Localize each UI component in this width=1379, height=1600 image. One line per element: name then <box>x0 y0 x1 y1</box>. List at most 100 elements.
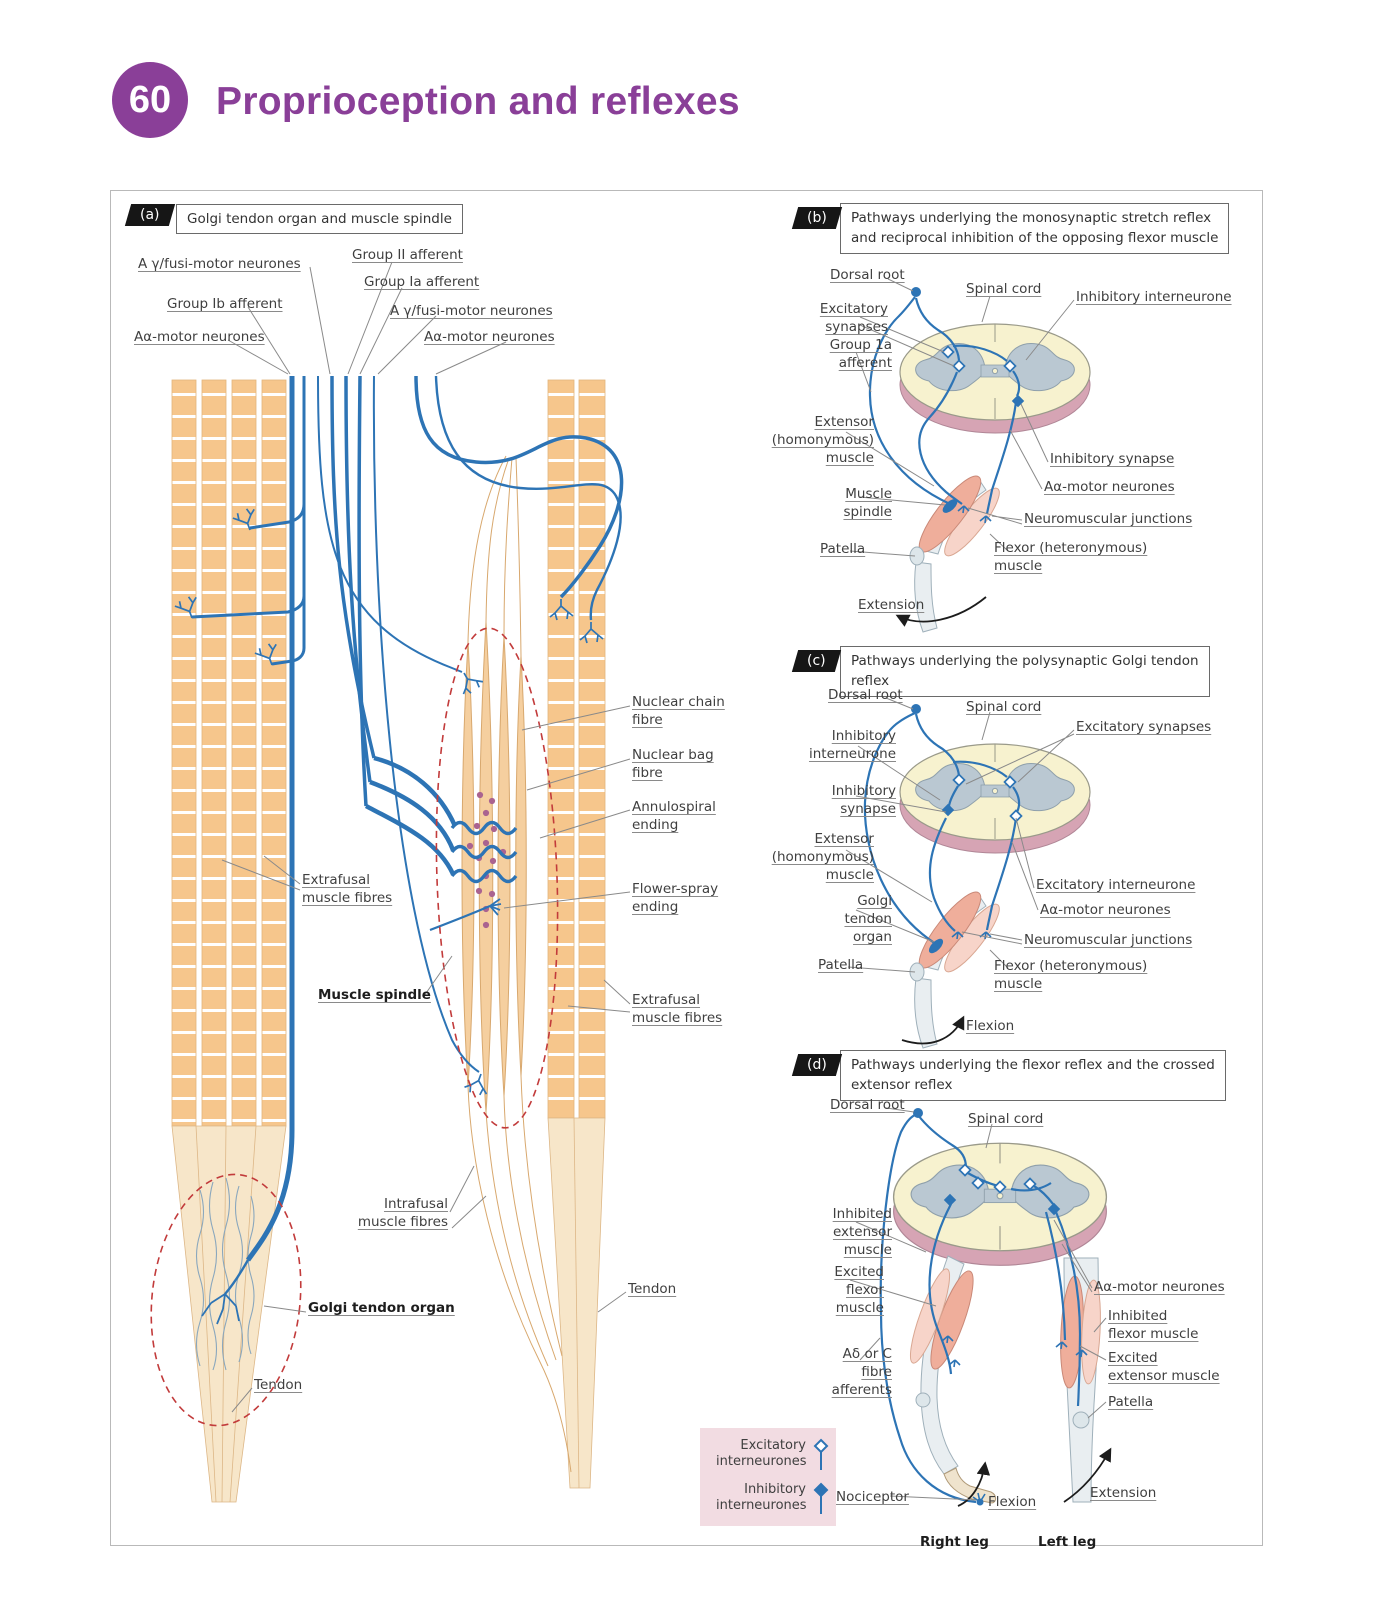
panel-c-art <box>845 697 1090 1049</box>
label-a-tendon-left: Tendon <box>254 1377 303 1393</box>
label-c-excitatory-interneurone: Excitatory interneurone <box>1036 877 1196 893</box>
label-c-dorsal-root: Dorsal root <box>828 687 903 703</box>
page-title: Proprioception and reflexes <box>216 80 740 123</box>
label-a-intrafusal: Intrafusal muscle fibres <box>357 1196 448 1230</box>
label-c-flexor-muscle: Flexor (heteronymous) muscle <box>994 958 1148 992</box>
label-d-left-leg: Left leg <box>1038 1534 1097 1550</box>
label-b-muscle-spindle: Muscle spindle <box>843 486 892 520</box>
excitatory-interneurone-icon <box>813 1438 829 1470</box>
label-a-extrafusal-right: Extrafusal muscle fibres <box>632 992 723 1026</box>
panel-a-tag: (a) <box>124 204 175 226</box>
label-c-spinal-cord: Spinal cord <box>966 699 1042 715</box>
label-d-spinal-cord: Spinal cord <box>968 1111 1044 1127</box>
label-c-excitatory-synapses: Excitatory synapses <box>1076 719 1212 735</box>
label-d-excited-extensor: Excited extensor muscle <box>1108 1350 1220 1384</box>
label-a-nuclear-chain-fibre: Nuclear chain fibre <box>632 694 725 728</box>
inhibited-flexor-muscle <box>1081 1279 1101 1385</box>
label-b-flexor-muscle: Flexor (heteronymous) muscle <box>994 540 1148 574</box>
panel-a-title: Golgi tendon organ and muscle spindle <box>176 204 463 235</box>
legend-excitatory-label: Excitatory interneurones <box>716 1437 807 1469</box>
label-b-inhibitory-interneurone: Inhibitory interneurone <box>1076 289 1232 305</box>
label-a-fusimotor-left: A γ/fusi-motor neurones <box>138 256 301 272</box>
label-a-muscle-spindle: Muscle spindle <box>318 987 431 1003</box>
muscle-spindle-blob <box>942 499 958 513</box>
label-a-tendon-right: Tendon <box>628 1281 677 1297</box>
label-a-group-ia-afferent: Group Ia afferent <box>364 274 480 290</box>
label-a-group-ib-afferent: Group Ib afferent <box>167 296 283 312</box>
label-b-patella: Patella <box>820 541 866 557</box>
label-a-group-ii-afferent: Group II afferent <box>352 247 463 263</box>
patella <box>1072 1411 1090 1429</box>
label-d-right-leg: Right leg <box>920 1534 989 1550</box>
label-b-neuromuscular-junctions: Neuromuscular junctions <box>1024 511 1193 527</box>
label-b-dorsal-root: Dorsal root <box>830 267 905 283</box>
spinal-cord-section <box>900 744 1090 853</box>
panel-c-tag: (c) <box>791 650 841 672</box>
label-a-nuclear-bag-fibre: Nuclear bag fibre <box>632 747 714 781</box>
label-d-nociceptor: Nociceptor <box>836 1489 909 1505</box>
label-a-annulospiral-ending: Annulospiral ending <box>632 799 716 833</box>
label-a-aalpha-left: Aα-motor neurones <box>134 329 265 345</box>
label-d-aalpha-motor: Aα-motor neurones <box>1094 1279 1225 1295</box>
label-c-extensor-muscle: Extensor (homonymous) muscle <box>771 831 874 883</box>
label-b-aalpha-motor: Aα-motor neurones <box>1044 479 1175 495</box>
nerve-fibres <box>191 375 624 1325</box>
panel-b-art <box>845 278 1090 633</box>
intrafusal-fibres <box>461 621 527 1113</box>
panel-a-art <box>150 261 631 1503</box>
flexion-arrow <box>901 1015 965 1045</box>
inhibitory-interneurone-icon <box>813 1482 829 1514</box>
golgi-tendon-organ-blob <box>928 938 944 954</box>
dorsal-root-ganglion <box>913 1108 923 1118</box>
label-b-spinal-cord: Spinal cord <box>966 281 1042 297</box>
dorsal-root-ganglion <box>911 704 921 714</box>
extension-arrow <box>895 596 987 627</box>
label-a-fusimotor-right: A γ/fusi-motor neurones <box>390 303 553 319</box>
label-c-golgi-tendon-organ: Golgi tendon organ <box>844 893 892 945</box>
label-d-inhibited-flexor: Inhibited flexor muscle <box>1108 1308 1199 1342</box>
panel-c-title: Pathways underlying the polysynaptic Gol… <box>840 646 1210 697</box>
label-a-golgi-tendon-organ: Golgi tendon organ <box>308 1300 455 1316</box>
label-b-inhibitory-synapse: Inhibitory synapse <box>1050 451 1175 467</box>
label-a-aalpha-right: Aα-motor neurones <box>424 329 555 345</box>
spinal-cord-section <box>894 1143 1107 1265</box>
label-c-inhibitory-interneurone: Inhibitory interneurone <box>808 728 896 762</box>
label-a-extrafusal-left: Extrafusal muscle fibres <box>302 872 393 906</box>
legend-row-excitatory: Excitatory interneurones <box>706 1432 830 1476</box>
legend-row-inhibitory: Inhibitory interneurones <box>706 1476 830 1520</box>
panel-b-title: Pathways underlying the monosynaptic str… <box>840 203 1230 254</box>
label-c-patella: Patella <box>818 957 864 973</box>
panel-d-title: Pathways underlying the flexor reflex an… <box>840 1050 1226 1101</box>
legend-inhibitory-label: Inhibitory interneurones <box>716 1481 807 1513</box>
golgi-tendon-organ-outline <box>150 1173 302 1427</box>
extension-arrow <box>1063 1447 1112 1503</box>
label-d-patella: Patella <box>1108 1394 1154 1410</box>
chapter-number-badge: 60 <box>112 62 188 138</box>
label-d-dorsal-root: Dorsal root <box>830 1097 905 1113</box>
dorsal-root-ganglion <box>911 287 921 297</box>
label-a-flower-spray-ending: Flower-spray ending <box>632 881 719 915</box>
right-foot <box>943 1467 997 1504</box>
panel-d-art <box>849 1107 1112 1507</box>
spindle-nuclei <box>466 791 507 929</box>
label-d-adelta-c-afferents: Aδ or C fibre afferents <box>831 1346 892 1398</box>
label-c-flexion: Flexion <box>966 1018 1015 1034</box>
muscle-spindle-outline <box>435 627 559 1129</box>
flexion-arrow <box>957 1461 991 1507</box>
label-c-neuromuscular-junctions: Neuromuscular junctions <box>1024 932 1193 948</box>
label-b-extension: Extension <box>858 597 925 613</box>
panel-d-tag: (d) <box>791 1054 842 1076</box>
spinal-cord-section <box>900 324 1090 433</box>
label-c-inhibitory-synapse: Inhibitory synapse <box>831 783 896 817</box>
label-d-excited-flexor: Excited flexor muscle <box>834 1264 884 1316</box>
label-b-group-1a-afferent: Group 1a afferent <box>829 337 892 371</box>
inhibited-extensor-muscle <box>909 1268 951 1364</box>
label-b-extensor-muscle: Extensor (homonymous) muscle <box>771 414 874 466</box>
interneurone-legend: Excitatory interneurones Inhibitory inte… <box>700 1428 836 1526</box>
panel-b-tag: (b) <box>791 207 842 229</box>
label-d-inhibited-extensor: Inhibited extensor muscle <box>832 1206 892 1258</box>
label-c-aalpha-motor: Aα-motor neurones <box>1040 902 1171 918</box>
label-d-flexion: Flexion <box>988 1494 1037 1510</box>
